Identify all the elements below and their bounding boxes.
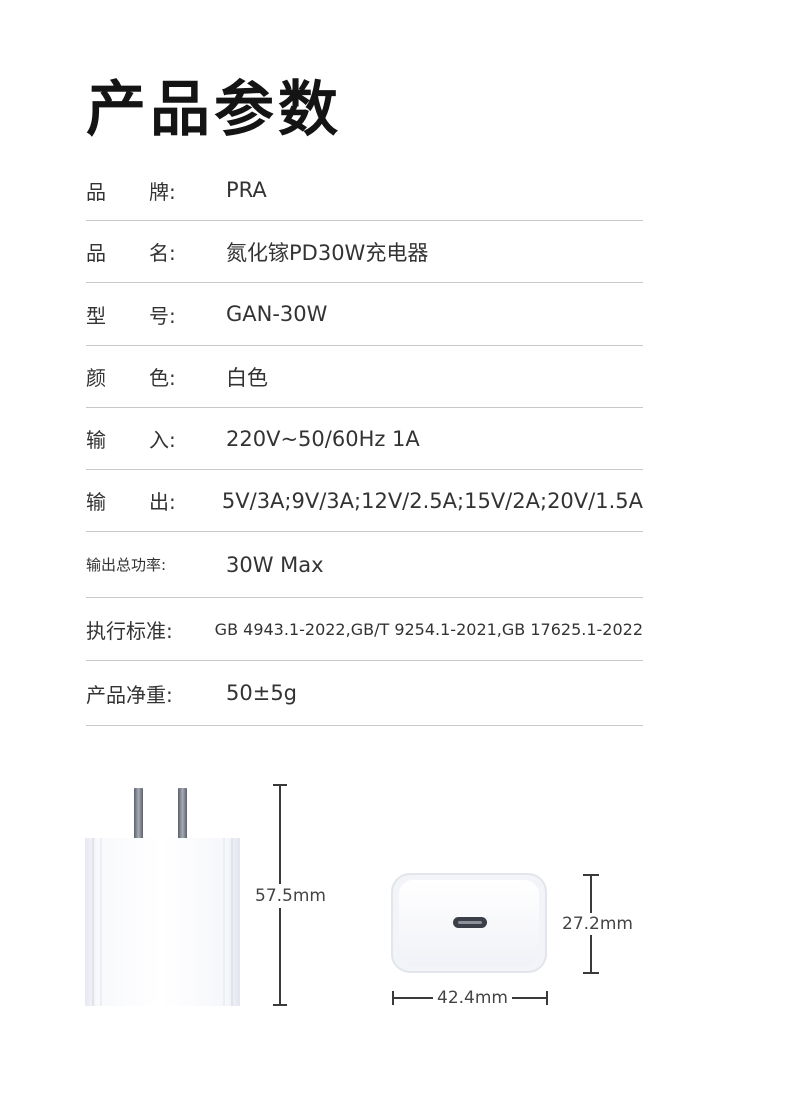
spec-value: 30W Max [226, 552, 324, 577]
spec-label: 输出总功率: [86, 556, 167, 574]
spec-value: PRA [226, 178, 267, 202]
spec-label-char: 色: [149, 366, 176, 390]
page-title: 产品参数 [86, 75, 342, 145]
spec-label: 产品净重: [86, 682, 173, 707]
spec-value: 5V/3A;9V/3A;12V/2.5A;15V/2A;20V/1.5A [221, 488, 643, 513]
dim-cap [546, 991, 548, 1005]
spec-label-char: 品 [86, 241, 106, 265]
spec-row-brand: 品 牌: PRA [86, 160, 643, 221]
spec-label: 品 牌: [86, 176, 226, 205]
spec-label: 输 出: [86, 486, 222, 515]
spec-row-weight: 产品净重: 50±5g [86, 661, 643, 726]
spec-value: GAN-30W [226, 302, 328, 326]
spec-label: 执行标准: [86, 618, 173, 643]
spec-label-char: 牌: [149, 179, 176, 204]
spec-label: 品 名: [86, 237, 226, 266]
spec-value: GB 4943.1-2022,GB/T 9254.1-2021,GB 17625… [214, 619, 643, 639]
spec-row-input: 输 入: 220V~50/60Hz 1A [86, 408, 643, 470]
spec-row-name: 品 名: 氮化镓PD30W充电器 [86, 221, 643, 283]
spec-value: 氮化镓PD30W充电器 [226, 240, 429, 265]
dim-cap [273, 1004, 287, 1006]
spec-label-char: 颜 [86, 366, 106, 390]
spec-value: 220V~50/60Hz 1A [226, 426, 420, 451]
spec-label-char: 出: [149, 490, 176, 514]
spec-label: 颜 色: [86, 362, 226, 391]
charger-front-view [85, 788, 240, 1006]
charger-bottom-view [391, 873, 547, 973]
height-dimension-label: 57.5mm [255, 884, 326, 908]
spec-label-char: 入: [149, 428, 176, 452]
spec-label-char: 名: [149, 241, 176, 265]
spec-row-total-power: 输出总功率: 30W Max [86, 532, 643, 598]
spec-row-output: 输 出: 5V/3A;9V/3A;12V/2.5A;15V/2A;20V/1.5… [86, 470, 643, 532]
spec-value: 50±5g [226, 681, 298, 705]
spec-label: 型 号: [86, 300, 226, 329]
spec-label-char: 输 [86, 428, 106, 452]
spec-label-char: 型 [86, 303, 106, 328]
dim-cap [583, 972, 599, 974]
width-dimension-label: 42.4mm [433, 988, 512, 1008]
spec-row-model: 型 号: GAN-30W [86, 283, 643, 346]
spec-row-color: 颜 色: 白色 [86, 346, 643, 408]
spec-label: 输 入: [86, 424, 226, 453]
spec-label-char: 品 [86, 179, 106, 204]
depth-dimension-label: 27.2mm [562, 913, 633, 935]
spec-table: 品 牌: PRA 品 名: 氮化镓PD30W充电器 型 号: GAN-30W 颜… [86, 160, 643, 726]
spec-label-char: 输 [86, 490, 106, 514]
spec-value: 白色 [226, 365, 268, 390]
spec-row-standard: 执行标准: GB 4943.1-2022,GB/T 9254.1-2021,GB… [86, 598, 643, 661]
spec-label-char: 号: [149, 303, 176, 328]
